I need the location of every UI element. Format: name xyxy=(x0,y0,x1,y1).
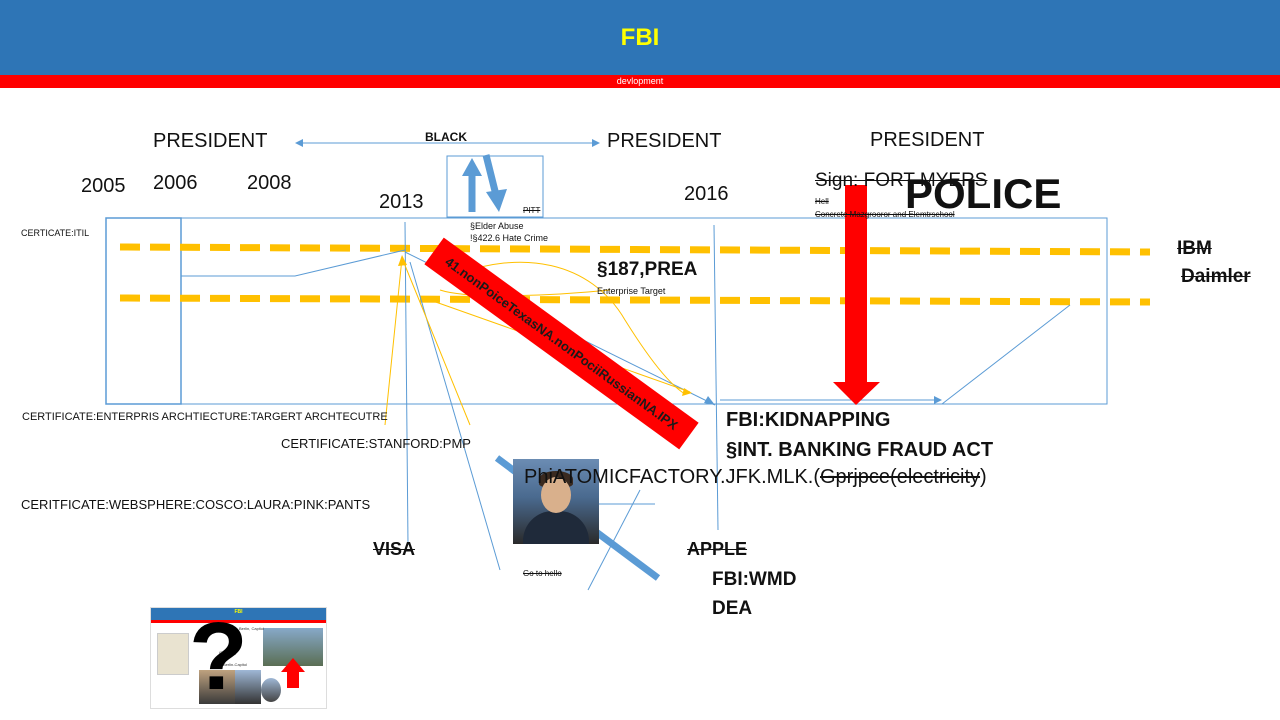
subtitle-bar: devlopment xyxy=(0,75,1280,88)
photo-face xyxy=(541,477,571,513)
president-span-arrow-right xyxy=(592,139,600,147)
connector-2006-2013 xyxy=(181,249,406,277)
atomic-factory-label: PhiATOMICFACTORY.JFK.MLK.(Gprjpce(electr… xyxy=(524,466,987,489)
line-police-daimler xyxy=(941,304,1071,405)
line-2016-apple xyxy=(713,224,719,531)
up-arrow-icon xyxy=(462,158,482,176)
cert-itil-label: CERTICATE:ITIL xyxy=(21,228,90,238)
pitt-label: PITT xyxy=(523,206,541,215)
year-2016: 2016 xyxy=(684,183,729,205)
year-2013: 2013 xyxy=(379,191,424,213)
concrete-label: Concrete Mazgrooror and Elemtrschool xyxy=(815,210,955,219)
down-arrow-shaft xyxy=(482,154,500,196)
cert-stanford-label: CERTIFICATE:STANFORD:PMP xyxy=(281,436,471,451)
arrowhead-2016 xyxy=(704,396,715,405)
thumb-text-3: Berlin-Capitol xyxy=(223,662,248,667)
thumb-arrow-icon xyxy=(281,658,305,672)
hell-label: Hell xyxy=(815,197,829,206)
thumb-photo-1 xyxy=(199,670,235,704)
daimler-label: Daimler xyxy=(1181,266,1251,287)
go-to-hello-label: Go to hello xyxy=(523,569,562,578)
thumb-arrow-stem xyxy=(287,672,299,688)
thumb-title: FBI xyxy=(234,609,243,615)
atomic-factory-close: ) xyxy=(980,466,987,488)
curve-prea xyxy=(454,261,686,395)
ibm-label: IBM xyxy=(1177,238,1212,259)
banking-fraud-label: §INT. BANKING FRAUD ACT xyxy=(726,439,994,461)
thumb-question-mark: ? xyxy=(189,607,248,709)
prea-arrowhead xyxy=(682,388,692,396)
enterprise-target-label: Enterprise Target xyxy=(597,286,666,296)
black-box xyxy=(446,155,544,218)
thumb-map-image xyxy=(157,633,189,675)
timeline-left-box xyxy=(105,217,182,405)
police-label: POLICE xyxy=(905,170,1062,217)
page-title: FBI xyxy=(620,23,660,51)
arrowhead-police xyxy=(934,396,942,404)
photo-suit xyxy=(523,511,589,544)
year-2005: 2005 xyxy=(81,175,126,197)
cert-websphere-label: CERITFICATE:WEBSPHERE:COSCO:LAURA:PINK:P… xyxy=(21,497,371,512)
sign-fort-myers: Sign: FORT MYERS xyxy=(815,170,988,191)
thumb-text-1: Berlin, Capitol xyxy=(239,626,264,631)
police-arrow-shaft xyxy=(845,185,867,385)
dea-label: DEA xyxy=(712,598,753,619)
line-photo-down xyxy=(587,489,641,591)
fbi-wmd-label: FBI:WMD xyxy=(712,569,797,590)
down-arrow-icon xyxy=(486,189,507,212)
hate-crime-label: !§422.6 Hate Crime xyxy=(470,233,549,243)
title-bar: FBI xyxy=(0,0,1280,75)
dashed-line-ibm xyxy=(119,243,1151,256)
apple-label: APPLE xyxy=(687,539,748,559)
person-photo xyxy=(513,459,599,544)
black-label: BLACK xyxy=(425,130,467,144)
thumb-photo-2 xyxy=(235,670,261,704)
thumb-header xyxy=(151,608,326,620)
fbi-kidnapping-label: FBI:KIDNAPPING xyxy=(726,409,891,431)
president-label-2: PRESIDENT xyxy=(607,130,722,152)
president-label-3: PRESIDENT xyxy=(870,129,985,151)
atomic-factory-text: PhiATOMICFACTORY.JFK.MLK.( xyxy=(524,466,820,488)
page-subtitle: devlopment xyxy=(616,76,664,86)
thumb-photo-3 xyxy=(261,678,281,702)
police-arrow-head xyxy=(833,382,880,405)
thumb-text-2: (BERLIN) xyxy=(219,650,237,655)
cert-enterprise-label: CERTIFICATE:ENTERPRIS ARCHTIECTURE:TARGE… xyxy=(22,411,388,423)
elder-abuse-label: §Elder Abuse xyxy=(470,221,524,231)
atomic-factory-strike: Gprjpce(electricity xyxy=(820,466,981,488)
dashed-line-daimler xyxy=(119,294,1151,306)
thumb-redbar xyxy=(151,620,326,623)
slide-thumbnail: FBI Berlin, Capitol (BERLIN) Berlin-Capi… xyxy=(150,607,327,709)
president-label-1: PRESIDENT xyxy=(153,130,268,152)
year-2008: 2008 xyxy=(247,172,292,194)
year-2006: 2006 xyxy=(153,172,198,194)
visa-label: VISA xyxy=(373,539,416,559)
president-span-arrow-left xyxy=(295,139,303,147)
prea-label: §187,PREA xyxy=(597,259,698,280)
stanford-arrowhead xyxy=(398,255,407,266)
line-2013-visa xyxy=(404,221,409,546)
